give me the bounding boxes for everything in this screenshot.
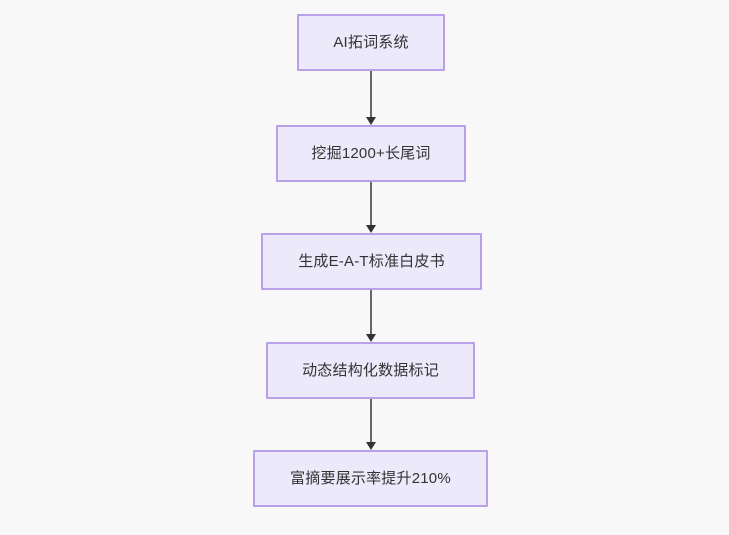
flowchart-node-label: 生成E-A-T标准白皮书 bbox=[298, 253, 445, 270]
flowchart-node-label: 动态结构化数据标记 bbox=[302, 362, 439, 379]
flowchart-node-n3[interactable]: 生成E-A-T标准白皮书 bbox=[261, 233, 482, 290]
flowchart-edge-n4-n5 bbox=[363, 399, 379, 450]
arrow-down-icon bbox=[366, 225, 376, 233]
arrow-down-icon bbox=[366, 442, 376, 450]
flowchart-node-label: AI拓词系统 bbox=[333, 34, 409, 51]
flowchart-node-label: 挖掘1200+长尾词 bbox=[311, 145, 431, 162]
arrow-down-icon bbox=[366, 334, 376, 342]
flowchart-edge-n2-n3 bbox=[363, 182, 379, 233]
edge-line bbox=[370, 399, 372, 442]
arrow-down-icon bbox=[366, 117, 376, 125]
flowchart-node-n2[interactable]: 挖掘1200+长尾词 bbox=[276, 125, 466, 182]
flowchart-node-n1[interactable]: AI拓词系统 bbox=[297, 14, 445, 71]
flowchart-node-n5[interactable]: 富摘要展示率提升210% bbox=[253, 450, 488, 507]
flowchart-node-n4[interactable]: 动态结构化数据标记 bbox=[266, 342, 475, 399]
flowchart-edge-n3-n4 bbox=[363, 290, 379, 342]
flowchart-edge-n1-n2 bbox=[363, 71, 379, 125]
edge-line bbox=[370, 71, 372, 117]
flowchart-node-label: 富摘要展示率提升210% bbox=[290, 470, 451, 487]
edge-line bbox=[370, 182, 372, 225]
edge-line bbox=[370, 290, 372, 334]
